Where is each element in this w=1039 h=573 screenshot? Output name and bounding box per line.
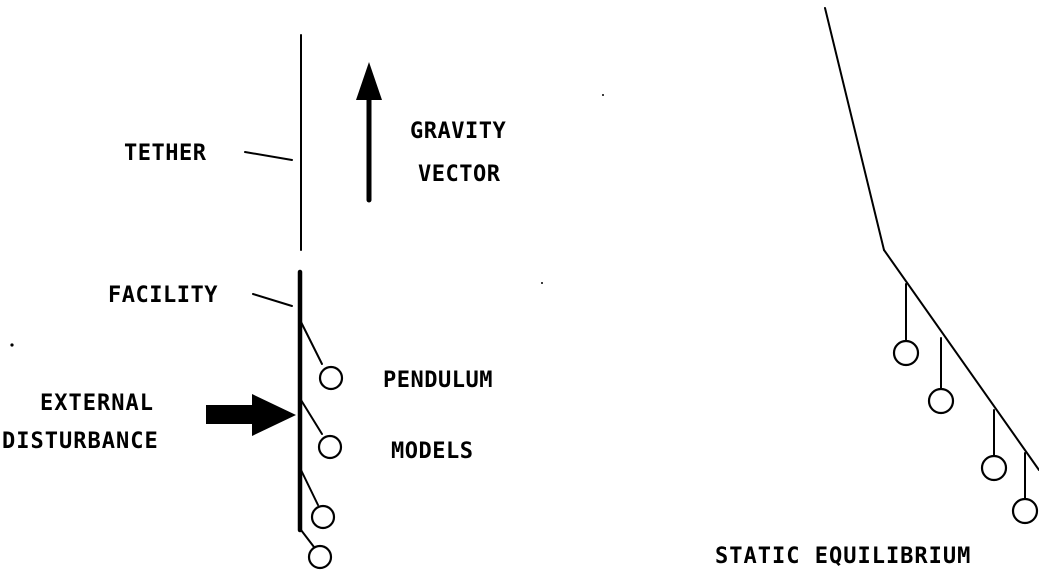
- gravity-arrow: [356, 62, 382, 203]
- pendulum-2: [300, 399, 343, 460]
- equilibrium-pendulum-1: [892, 283, 920, 367]
- external-label-line1: EXTERNAL: [40, 391, 154, 416]
- equilibrium-pendulum-2: [927, 337, 955, 415]
- external-label-line2: DISTURBANCE: [2, 429, 159, 454]
- tether-label: TETHER: [124, 141, 207, 166]
- facility-leader: [252, 293, 293, 307]
- pendulum-3: [300, 469, 336, 530]
- external-disturbance-arrow: [206, 394, 296, 436]
- stray-dot: [541, 282, 543, 284]
- gravity-label-line2: VECTOR: [418, 162, 501, 187]
- facility-label: FACILITY: [108, 283, 218, 308]
- facility-equilibrium-line: [883, 249, 1039, 471]
- stray-dot: [602, 94, 604, 96]
- static-equilibrium-label: STATIC EQUILIBRIUM: [715, 544, 971, 569]
- right-figure: STATIC EQUILIBRIUM: [715, 7, 1039, 569]
- tether-leader: [244, 151, 293, 161]
- stray-dot: [10, 343, 14, 347]
- equilibrium-pendulum-3: [980, 409, 1008, 482]
- equilibrium-pendulum-4: [1011, 452, 1039, 525]
- gravity-label-line1: GRAVITY: [410, 119, 506, 144]
- pendulum-4: [300, 529, 333, 570]
- tether-equilibrium-line: [824, 7, 885, 251]
- pendulum-label-line1: PENDULUM: [383, 368, 493, 393]
- pendulum-1: [300, 321, 344, 391]
- left-figure: TETHER GRAVITY VECTOR FACILITY: [2, 34, 604, 570]
- pendulum-label-line2: MODELS: [391, 439, 473, 464]
